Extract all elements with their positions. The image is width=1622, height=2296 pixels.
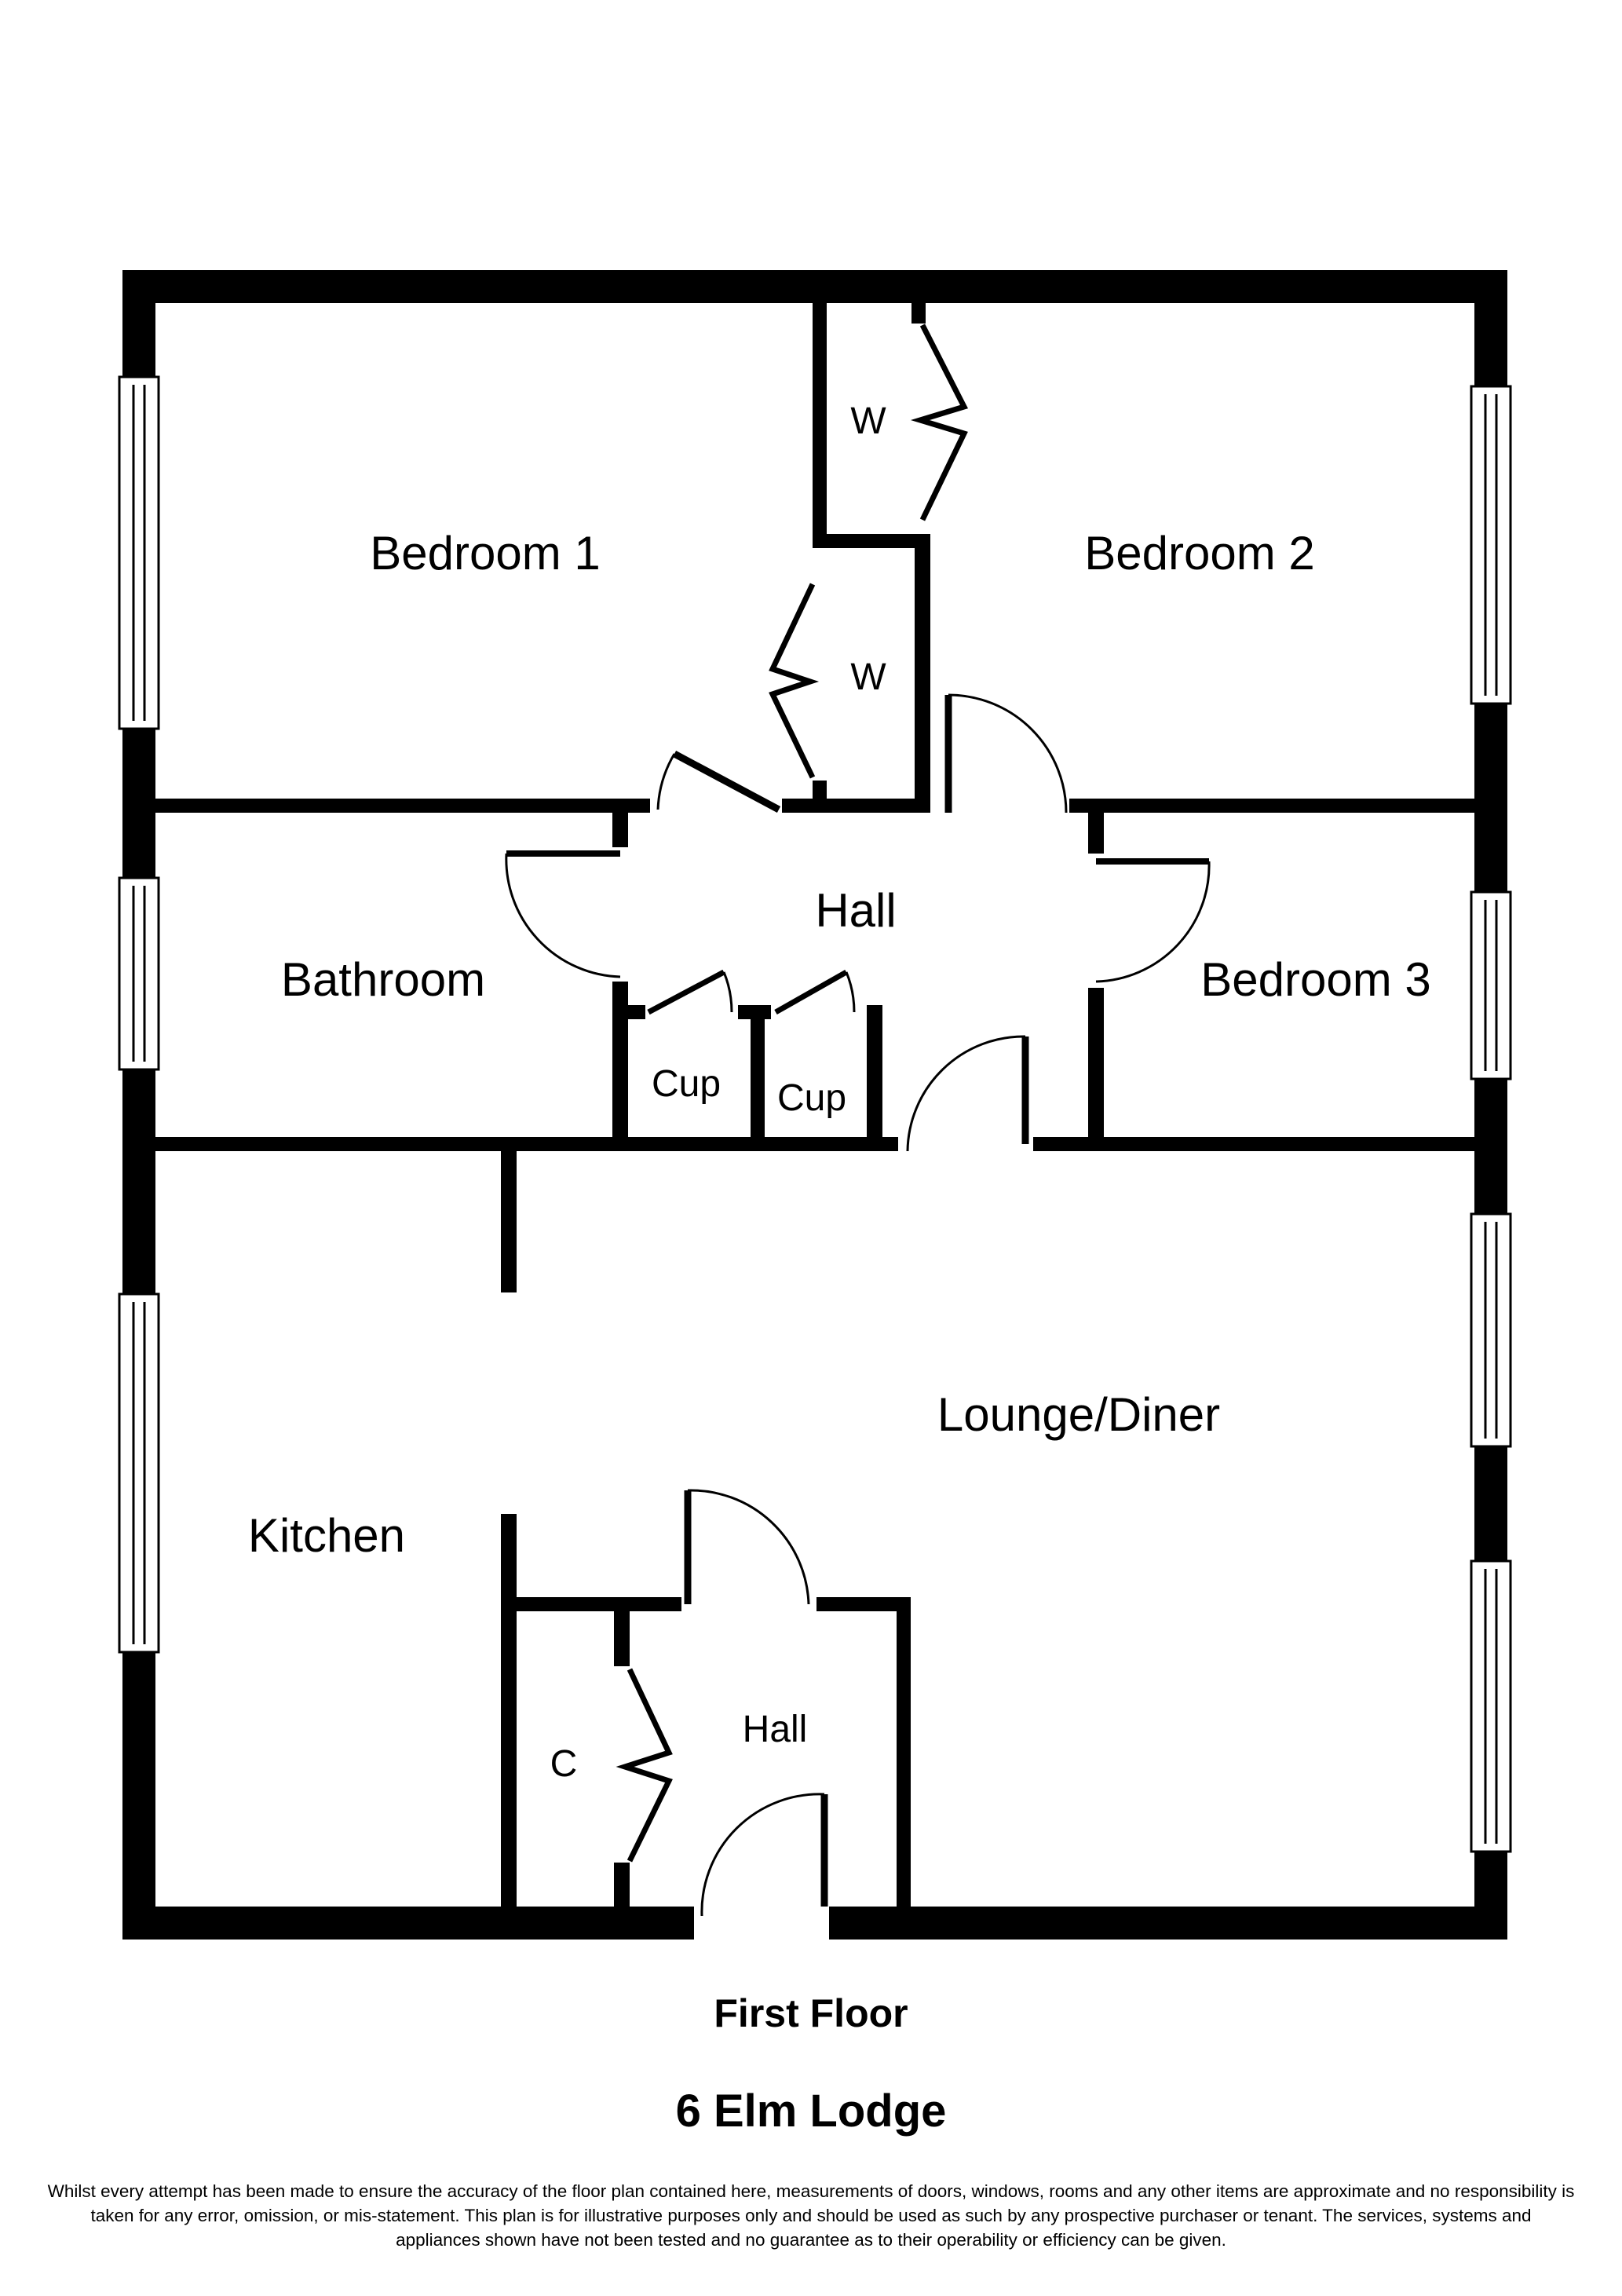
label-cupboard3: C <box>550 1743 578 1785</box>
door-cupboard2 <box>774 969 856 1015</box>
disclaimer-text: Whilst every attempt has been made to en… <box>47 2181 1575 2250</box>
door-wardrobe-upper <box>910 324 969 521</box>
door-lounge <box>906 1035 1029 1152</box>
window-kitchen <box>118 1292 160 1654</box>
door-cupboard1 <box>647 969 733 1015</box>
door-cupboard-c <box>616 1668 673 1863</box>
door-bedroom2 <box>944 693 1068 813</box>
internal-walls <box>155 303 1474 1907</box>
window-bedroom3 <box>1470 890 1512 1080</box>
door-lower-hall <box>684 1489 810 1605</box>
door-entrance <box>700 1793 828 1917</box>
doors <box>505 324 1211 1917</box>
label-bathroom: Bathroom <box>281 953 485 1006</box>
label-wardrobe2: W <box>850 656 886 698</box>
window-bedroom2 <box>1470 385 1512 705</box>
label-wardrobe1: W <box>850 400 886 442</box>
label-cupboard2: Cup <box>777 1077 846 1119</box>
window-bedroom1 <box>118 375 160 730</box>
label-hall-upper: Hall <box>815 884 896 937</box>
door-bedroom3 <box>1095 858 1211 983</box>
door-bedroom1 <box>656 751 781 813</box>
label-cupboard1: Cup <box>652 1063 721 1105</box>
property-name: 6 Elm Lodge <box>675 2086 947 2137</box>
label-hall-lower: Hall <box>743 1709 808 1750</box>
window-lounge-1 <box>1470 1212 1512 1448</box>
windows <box>118 375 1512 1853</box>
door-wardrobe-lower <box>769 583 820 779</box>
label-kitchen: Kitchen <box>248 1509 405 1562</box>
window-bathroom <box>118 876 160 1071</box>
label-bedroom2: Bedroom 2 <box>1084 527 1315 579</box>
door-bathroom <box>505 850 621 978</box>
label-bedroom1: Bedroom 1 <box>370 527 601 579</box>
window-lounge-2 <box>1470 1559 1512 1853</box>
label-lounge: Lounge/Diner <box>937 1388 1220 1441</box>
floor-name: First Floor <box>714 1991 908 2035</box>
label-bedroom3: Bedroom 3 <box>1200 953 1431 1006</box>
